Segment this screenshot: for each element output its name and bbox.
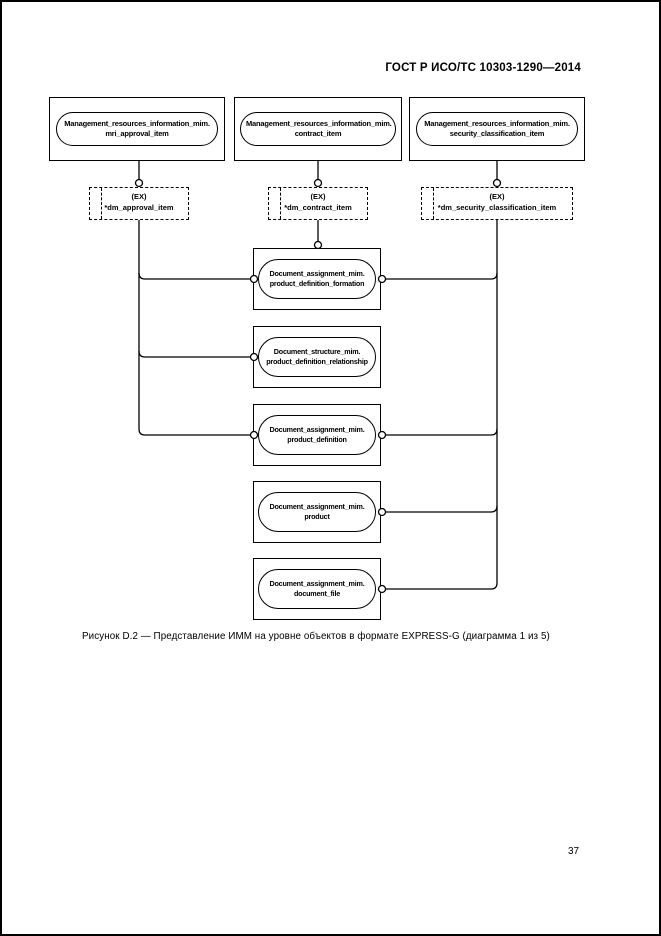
ex-ref-box-contract: (EX) *dm_contract_item: [268, 187, 368, 220]
ex-box-divider: [433, 188, 434, 219]
ex-tag: (EX): [131, 192, 147, 201]
document-header: ГОСТ Р ИСО/ТС 10303-1290—2014: [385, 62, 581, 74]
capsule-line2: product_definition_formation: [269, 279, 365, 288]
entity-capsule: Management_resources_information_mim. mr…: [56, 112, 218, 146]
express-g-diagram: Management_resources_information_mim. mr…: [2, 2, 659, 702]
ex-tag: (EX): [489, 192, 505, 201]
ex-ref-box-security: (EX) *dm_security_classification_item: [421, 187, 573, 220]
ex-box-divider: [280, 188, 281, 219]
capsule-line2: security_classification_item: [449, 129, 545, 138]
ex-name: *dm_approval_item: [104, 203, 174, 212]
capsule-line1: Document_assignment_mim.: [269, 425, 365, 434]
capsule-line2: contract_item: [294, 129, 342, 138]
capsule-line2: product: [304, 512, 330, 521]
capsule-line1: Management_resources_information_mim.: [246, 119, 392, 128]
schema-ref-box-approval: Management_resources_information_mim. mr…: [49, 97, 225, 161]
entity-box-document-file: Document_assignment_mim. document_file: [253, 558, 381, 620]
entity-capsule: Document_assignment_mim. product_definit…: [258, 259, 376, 299]
entity-box-product: Document_assignment_mim. product: [253, 481, 381, 543]
entity-capsule: Document_assignment_mim. product: [258, 492, 376, 532]
figure-caption: Рисунок D.2 — Представление ИММ на уровн…: [82, 631, 550, 642]
ex-name: *dm_contract_item: [284, 203, 352, 212]
entity-capsule: Management_resources_information_mim. se…: [416, 112, 578, 146]
capsule-line1: Document_assignment_mim.: [269, 502, 365, 511]
capsule-line1: Management_resources_information_mim.: [64, 119, 210, 128]
capsule-line1: Document_structure_mim.: [273, 347, 361, 356]
capsule-line2: mri_approval_item: [105, 129, 169, 138]
capsule-line1: Document_assignment_mim.: [269, 579, 365, 588]
capsule-line2: product_definition: [287, 435, 347, 444]
entity-box-product-definition-formation: Document_assignment_mim. product_definit…: [253, 248, 381, 310]
entity-capsule: Management_resources_information_mim. co…: [240, 112, 396, 146]
entity-box-product-definition-relationship: Document_structure_mim. product_definiti…: [253, 326, 381, 388]
capsule-line2: product_definition_relationship: [266, 357, 368, 366]
entity-box-product-definition: Document_assignment_mim. product_definit…: [253, 404, 381, 466]
schema-ref-box-security: Management_resources_information_mim. se…: [409, 97, 585, 161]
capsule-line2: document_file: [293, 589, 341, 598]
entity-capsule: Document_assignment_mim. product_definit…: [258, 415, 376, 455]
entity-capsule: Document_structure_mim. product_definiti…: [258, 337, 376, 377]
ex-tag: (EX): [310, 192, 326, 201]
schema-ref-box-contract: Management_resources_information_mim. co…: [234, 97, 402, 161]
ex-ref-box-approval: (EX) *dm_approval_item: [89, 187, 189, 220]
entity-capsule: Document_assignment_mim. document_file: [258, 569, 376, 609]
page-number: 37: [568, 846, 580, 857]
capsule-line1: Document_assignment_mim.: [269, 269, 365, 278]
ex-name: *dm_security_classification_item: [437, 203, 557, 212]
capsule-line1: Management_resources_information_mim.: [424, 119, 570, 128]
ex-box-divider: [101, 188, 102, 219]
